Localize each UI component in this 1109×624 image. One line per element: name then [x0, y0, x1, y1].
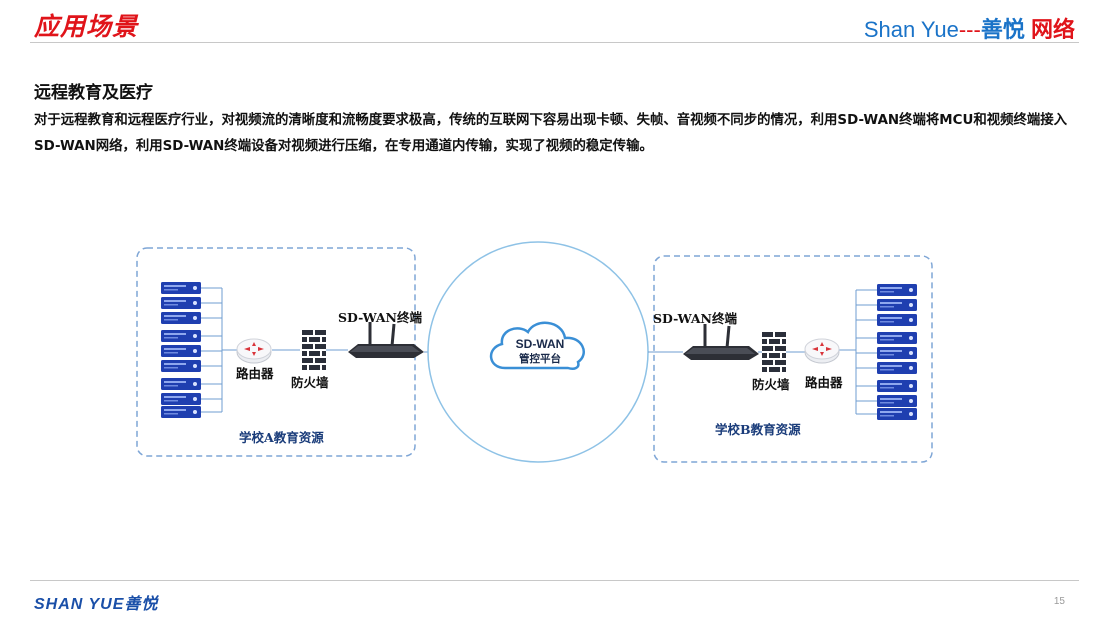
cloud-line2: 管控平台: [519, 352, 561, 365]
right-terminal-label: SD-WAN终端: [653, 311, 737, 326]
left-router-label: 路由器: [236, 366, 274, 381]
left-group-border: [136, 247, 416, 457]
brand-latin: Shan Yue: [863, 17, 959, 42]
brand-header: Shan Yue---善悦 网络: [864, 12, 1075, 44]
left-firewall-icon: [302, 330, 326, 370]
page-title: 应用场景: [34, 12, 139, 41]
right-firewall-icon: [762, 332, 786, 372]
left-router-icon: [236, 338, 272, 364]
footer-logo: SHAN YUE善悦: [34, 590, 158, 614]
section-description: 对于远程教育和远程医疗行业，对视频流的清晰度和流畅度要求极高，传统的互联网下容易…: [34, 113, 1068, 154]
left-server-stack: [161, 282, 201, 418]
cloud-icon: [489, 321, 585, 370]
cloud-line1: SD-WAN: [516, 337, 565, 351]
right-group-label: 学校B教育资源: [715, 422, 801, 437]
brand-dashes: ---: [958, 17, 981, 42]
section-title: 远程教育及医疗: [34, 83, 153, 103]
right-terminal-icon: [681, 322, 761, 362]
brand-cn2: 网络: [1030, 17, 1075, 42]
right-router-icon: [804, 338, 840, 364]
footer-divider: [30, 580, 1079, 581]
right-links: [648, 289, 877, 415]
right-server-stack: [877, 284, 917, 420]
left-firewall-label: 防火墙: [291, 375, 329, 390]
brand-cn: 善悦: [980, 17, 1025, 42]
header-divider: [30, 42, 1079, 43]
footer-logo-latin: SHAN YUE: [34, 596, 125, 613]
page-number: 15: [1053, 596, 1065, 607]
left-server-links: [201, 287, 430, 413]
footer-logo-cn: 善悦: [124, 596, 159, 613]
right-group-border: [653, 255, 933, 463]
left-terminal-label: SD-WAN终端: [338, 310, 422, 325]
left-group-label: 学校A教育资源: [239, 430, 324, 445]
right-firewall-label: 防火墙: [752, 377, 790, 392]
right-router-label: 路由器: [805, 375, 843, 390]
left-terminal-icon: [346, 320, 426, 360]
